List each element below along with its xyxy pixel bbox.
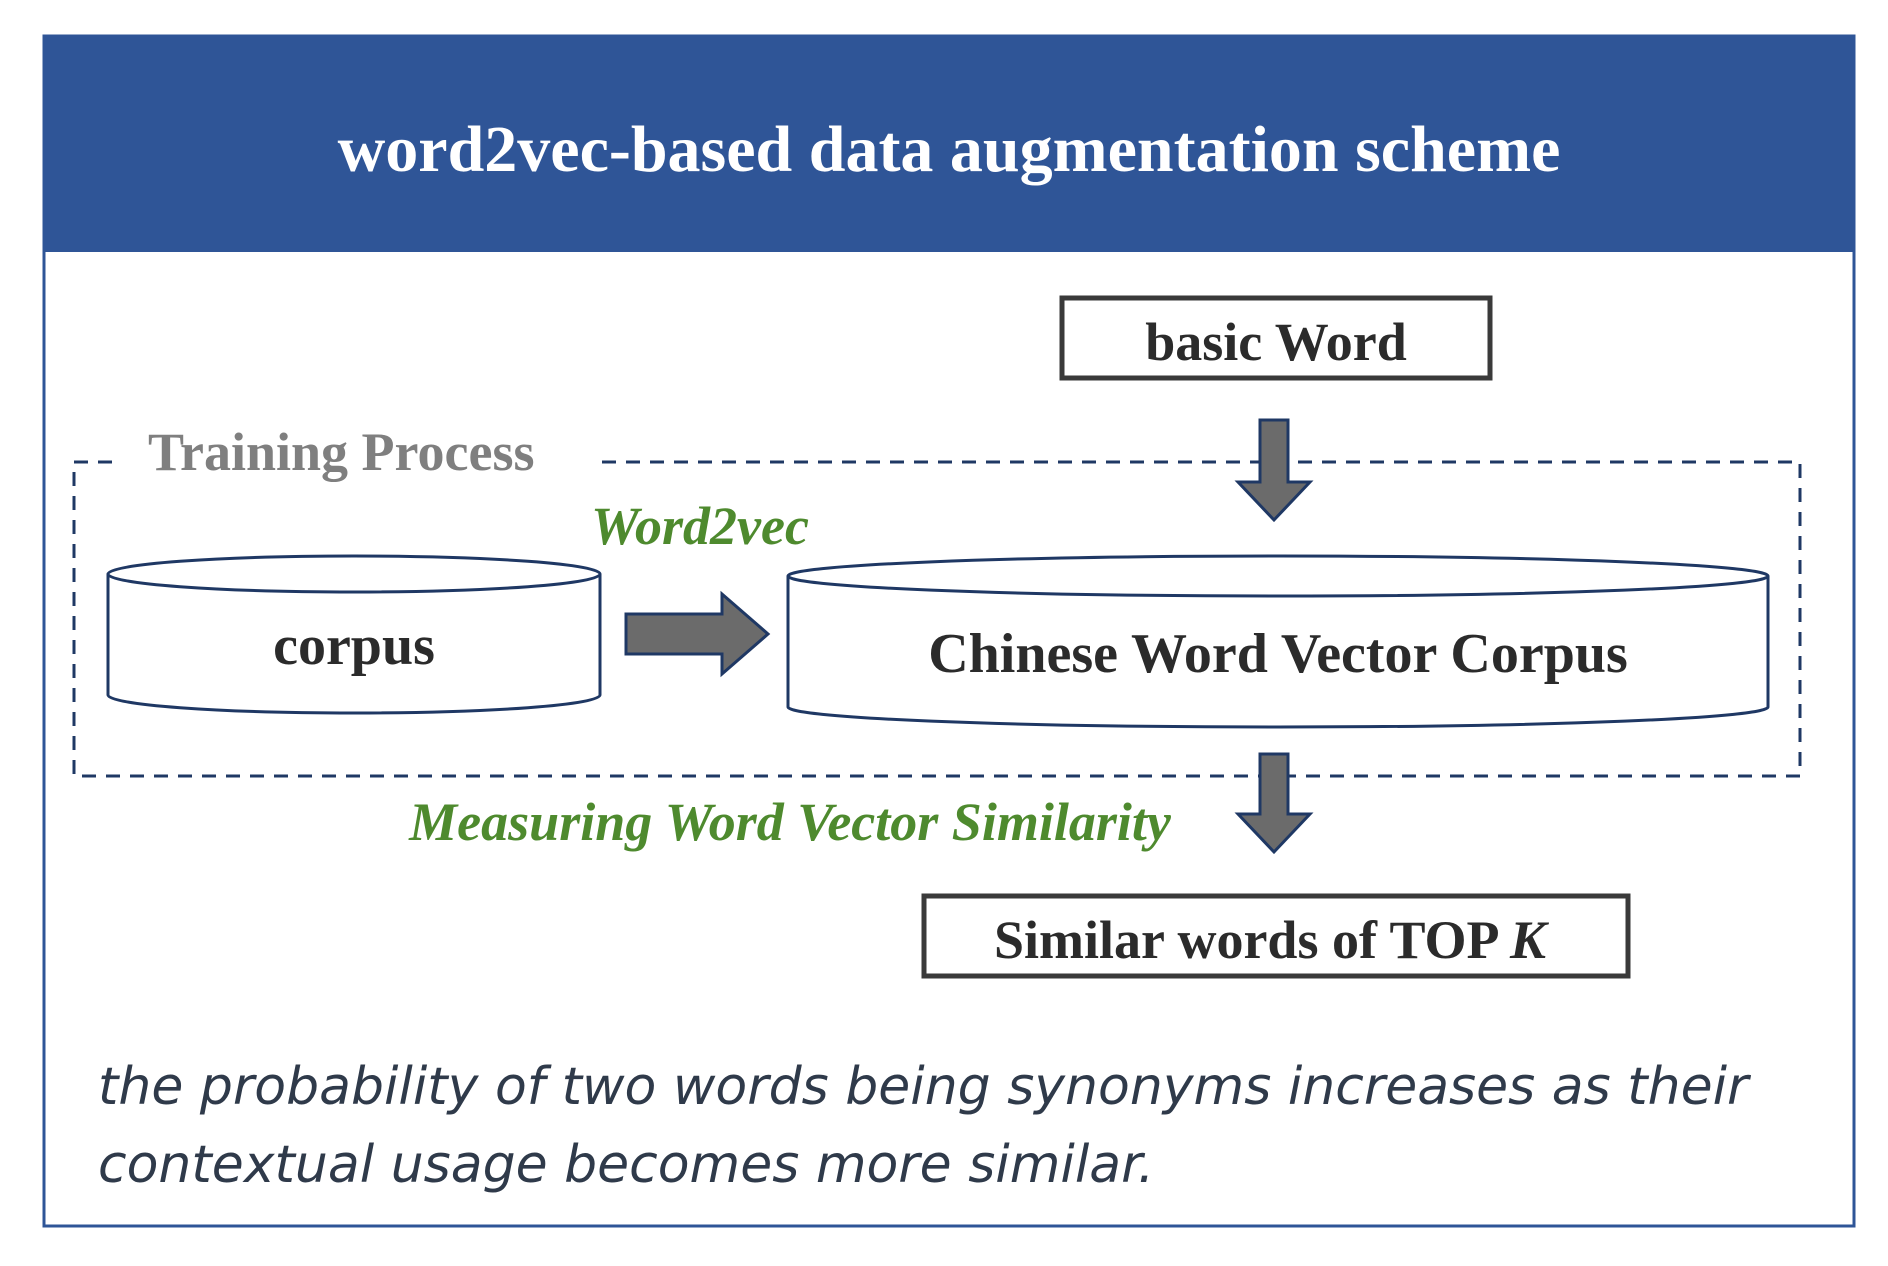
training-process-label: Training Process bbox=[148, 422, 535, 482]
vector-corpus-cylinder-body bbox=[786, 576, 1770, 729]
top-k-box bbox=[921, 893, 1631, 979]
corpus-cylinder-body bbox=[106, 574, 602, 715]
note-line-2: contextual usage becomes more similar. bbox=[98, 1135, 1154, 1195]
diagram-title: word2vec-based data augmentation scheme bbox=[338, 113, 1561, 186]
basic-word-label: basic Word bbox=[1145, 312, 1407, 372]
training-process-region bbox=[72, 460, 1802, 778]
arrow-basic-word-to-vector-corpus bbox=[1234, 418, 1314, 523]
top-k-prefix: Similar words of TOP bbox=[994, 910, 1510, 970]
corpus-cylinder: corpus bbox=[106, 554, 602, 715]
vector-corpus-label: Chinese Word Vector Corpus bbox=[928, 623, 1628, 685]
title-banner bbox=[44, 36, 1854, 252]
top-k-variable: K bbox=[1509, 910, 1550, 970]
similarity-label: Measuring Word Vector Similarity bbox=[408, 792, 1172, 852]
word2vec-label: Word2vec bbox=[591, 496, 809, 556]
corpus-label: corpus bbox=[273, 615, 435, 677]
vector-corpus-cylinder-top bbox=[786, 554, 1770, 598]
basic-word-box bbox=[1059, 295, 1493, 381]
top-k-label: Similar words of TOP K bbox=[994, 910, 1550, 970]
note-line-1: the probability of two words being synon… bbox=[98, 1057, 1752, 1117]
vector-corpus-cylinder: Chinese Word Vector Corpus bbox=[786, 554, 1770, 729]
arrow-vector-corpus-to-top-k bbox=[1234, 752, 1314, 855]
arrow-corpus-to-vector-corpus bbox=[624, 590, 771, 678]
corpus-cylinder-top bbox=[106, 554, 602, 594]
